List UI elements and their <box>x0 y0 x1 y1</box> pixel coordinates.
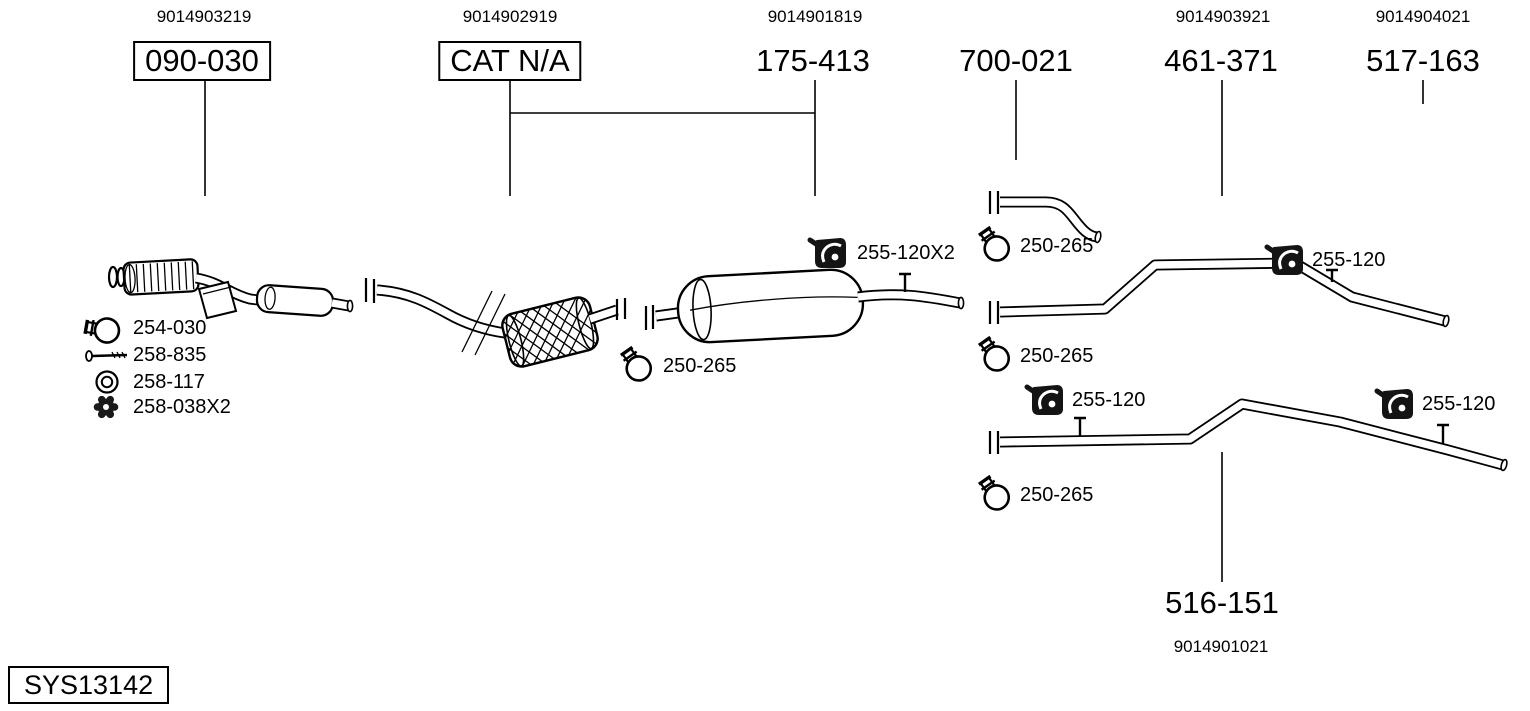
callout-connector-pipe: 700-021 <box>959 43 1073 78</box>
ref-number-catalyst: 9014902919 <box>462 7 558 26</box>
hardware-label-nut-front: 258-038X2 <box>133 396 231 418</box>
system-code-badge: SYS13142 <box>8 666 170 704</box>
front-pipe-drawing <box>107 258 354 320</box>
callout-mid-tailpipe: 461-371 <box>1164 43 1278 78</box>
hardware-label-hanger-right-upper: 255-120 <box>1312 249 1386 271</box>
clamp-icon <box>973 222 1016 267</box>
ref-number-center-muffler: 9014901819 <box>767 7 863 26</box>
callout-front-pipe: 090-030 <box>133 41 271 81</box>
hardware-label-clamp-center: 250-265 <box>663 355 737 377</box>
hardware-label-clamp-front: 254-030 <box>133 317 207 339</box>
hardware-icons <box>82 222 1413 516</box>
hardware-label-hanger-rear-left: 255-120 <box>1072 389 1146 411</box>
mid-tailpipe-drawing <box>988 257 1450 328</box>
callout-catalyst: CAT N/A <box>438 41 582 81</box>
hardware-label-hanger-rear-right: 255-120 <box>1422 393 1496 415</box>
ref-number-front-pipe: 9014903219 <box>156 7 252 26</box>
hanger-icon <box>810 238 846 268</box>
ref-number-mid-tailpipe: 9014903921 <box>1175 7 1271 26</box>
callout-rear-tailpipe: 517-163 <box>1366 43 1480 78</box>
hardware-label-clamp-rear: 250-265 <box>1020 484 1094 506</box>
ref-number-rear-tailpipe: 9014904021 <box>1375 7 1471 26</box>
leader-lines <box>204 79 1424 582</box>
ref-number-bottom-tailpipe: 9014901021 <box>1173 637 1269 656</box>
hardware-label-hanger-center: 255-120X2 <box>857 242 955 264</box>
callout-bottom-tailpipe: 516-151 <box>1165 585 1279 620</box>
callout-center-muffler: 175-413 <box>756 43 870 78</box>
hardware-label-bolt-front: 258-835 <box>133 344 207 366</box>
clamp-icon <box>973 332 1016 377</box>
clamp-icon <box>82 313 123 347</box>
hardware-label-clamp-top-right: 250-265 <box>1020 235 1094 257</box>
clamp-icon <box>973 471 1016 516</box>
hanger-icon <box>1377 389 1413 419</box>
hanger-icon <box>1267 245 1303 275</box>
connector-pipe-drawing <box>988 191 1102 244</box>
hanger-icon <box>1027 385 1063 415</box>
catalytic-converter-drawing <box>364 278 627 370</box>
flange-nut-icon <box>93 395 119 419</box>
hardware-label-clamp-right-mid: 250-265 <box>1020 345 1094 367</box>
hardware-label-gasket-front: 258-117 <box>133 371 205 393</box>
rear-tailpipe-drawing <box>988 398 1508 472</box>
clamp-icon <box>615 342 658 387</box>
bolt-icon <box>85 350 128 362</box>
center-muffler-drawing <box>644 268 965 344</box>
washer-icon <box>95 370 119 394</box>
